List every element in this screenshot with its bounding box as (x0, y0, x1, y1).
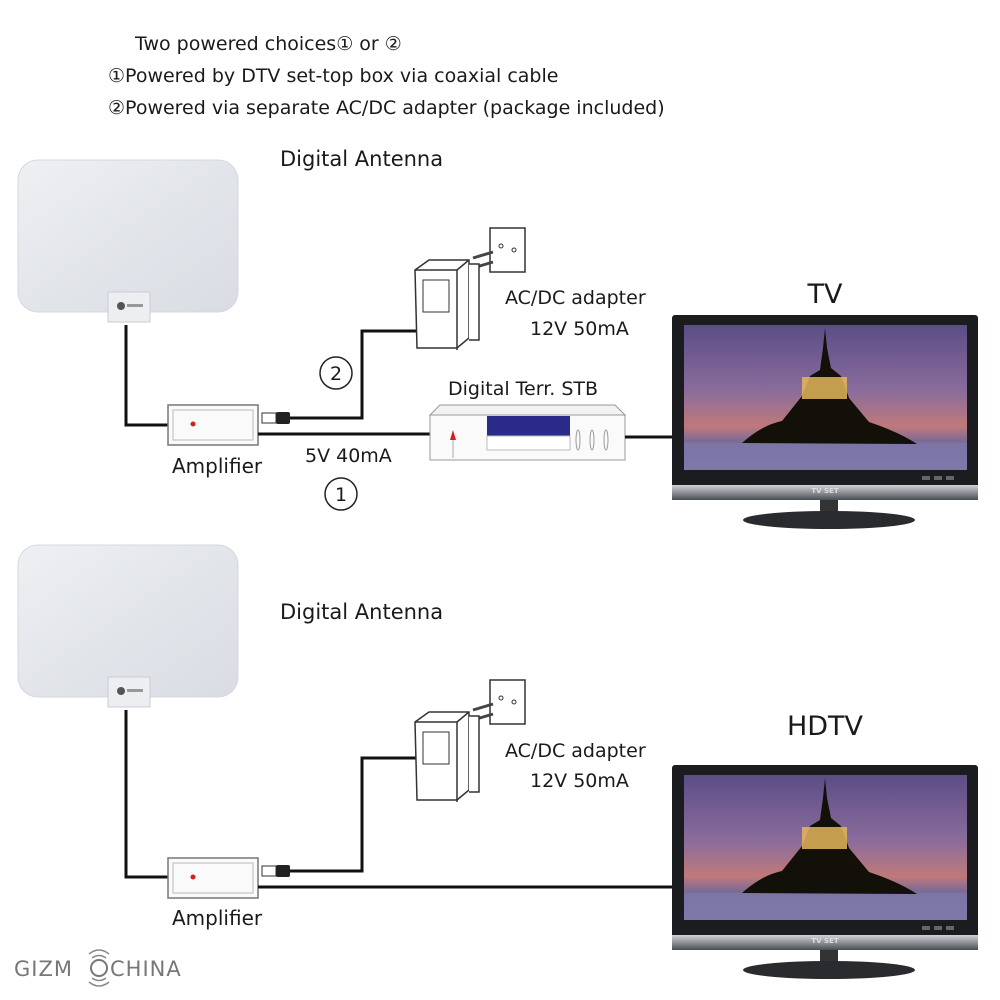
option-1-marker-circle (324, 477, 358, 511)
antenna-label-1: Digital Antenna (280, 147, 443, 171)
adapter-cable-1 (290, 329, 422, 420)
option-2-marker-circle (319, 356, 353, 390)
set-top-box (428, 404, 627, 461)
watermark-left: GIZM (14, 957, 73, 981)
tv-label: TV (807, 279, 843, 310)
amplifier-label-2: Amplifier (172, 906, 263, 930)
tv-brand-1: TV SET (811, 487, 838, 495)
digital-antenna-2 (17, 544, 239, 708)
signal-o-icon (90, 959, 108, 977)
header-line-3: ②Powered via separate AC/DC adapter (pac… (108, 97, 665, 119)
amplifier-1 (167, 404, 259, 446)
antenna-label-2: Digital Antenna (280, 600, 443, 624)
signal-waves-icon (88, 949, 110, 987)
dc-plug-1 (261, 411, 291, 425)
stb-label: Digital Terr. STB (448, 378, 598, 400)
stb-power-label: 5V 40mA (305, 445, 392, 467)
setup-2: Digital Antenna Amplifier AC/DC adapter … (17, 544, 978, 979)
header-line-1: Two powered choices① or ② (134, 33, 402, 55)
adapter-label-2: AC/DC adapter (505, 740, 646, 762)
hdtv (672, 765, 978, 979)
option-1-marker: 1 (335, 484, 347, 506)
adapter-cable-2 (290, 756, 422, 873)
antenna-cable-1 (124, 325, 168, 427)
tv-brand-2: TV SET (811, 937, 838, 945)
gizmochina-watermark: GIZM CHINA (14, 949, 182, 987)
amplifier-2 (167, 857, 259, 899)
adapter-rating-1: 12V 50mA (530, 318, 629, 340)
dc-plug-2 (261, 864, 291, 878)
antenna-cable-2 (124, 710, 168, 879)
adapter-rating-2: 12V 50mA (530, 770, 629, 792)
amplifier-label-1: Amplifier (172, 454, 263, 478)
digital-antenna-1 (17, 159, 239, 323)
hdtv-label: HDTV (787, 711, 864, 742)
adapter-label-1: AC/DC adapter (505, 287, 646, 309)
watermark-right: CHINA (110, 957, 182, 981)
header-line-2: ①Powered by DTV set-top box via coaxial … (108, 65, 558, 87)
setup-1: Digital Antenna Amplifier AC/DC adapter … (17, 147, 978, 529)
tv-1 (672, 315, 978, 529)
option-2-marker: 2 (330, 363, 342, 385)
